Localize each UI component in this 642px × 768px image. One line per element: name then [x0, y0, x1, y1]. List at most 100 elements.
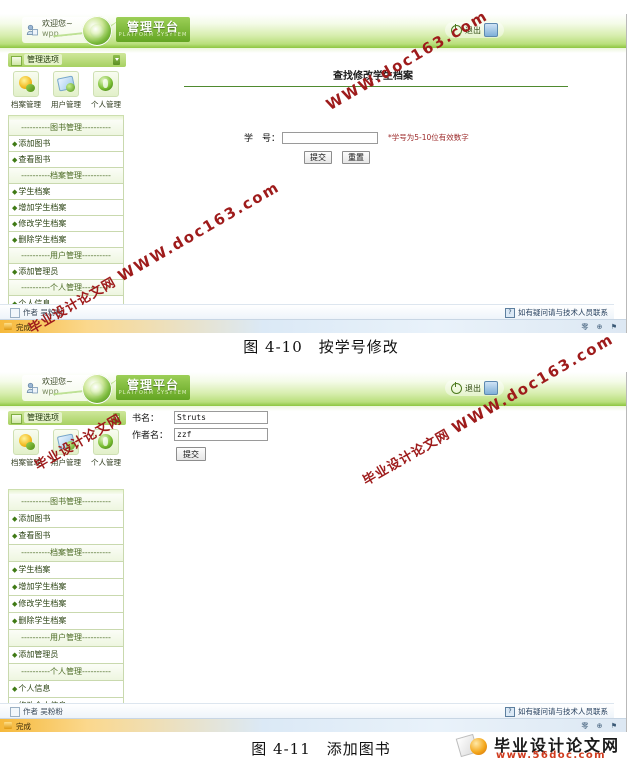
footer-support[interactable]: ? 如有疑问请与技术人员联系 [505, 307, 608, 318]
student-id-input[interactable] [282, 131, 379, 144]
sidebar-item-student-archive[interactable]: ◆学生档案 [8, 184, 124, 200]
sidebar-item-label: 查看图书 [18, 531, 51, 540]
screenshot-figure-4-11: 欢迎您~ wpp 管理平台 PLATFORM SYSYTEM 退出 管理选项 档… [0, 372, 627, 732]
chevron-down-icon[interactable] [113, 413, 120, 423]
student-id-row: 学 号： *学号为5-10位有效数字 [244, 131, 469, 144]
welcome-text: 欢迎您~ [42, 377, 73, 386]
brand-en-prefix: www. [496, 750, 533, 761]
quick-icon-user[interactable]: 用户管理 [46, 429, 86, 469]
quick-icon-personal[interactable]: 个人管理 [86, 429, 126, 469]
sidebar-section-archive: ----------档案管理---------- [8, 545, 124, 562]
quick-icon-archive[interactable]: 档案管理 [6, 71, 46, 111]
note-icon [10, 706, 20, 717]
quick-icon-archive-label: 档案管理 [11, 458, 41, 467]
submit-button[interactable]: 提交 [304, 151, 332, 164]
app-logo-subtitle: PLATFORM SYSYTEM [118, 32, 188, 38]
brand-cn: 毕业设计论文网 [494, 736, 621, 755]
bullet-icon: ◆ [12, 566, 18, 574]
footer-author: 作者 吴粉粉 [10, 307, 63, 318]
sidebar-item-student-archive[interactable]: ◆学生档案 [8, 562, 124, 579]
panel-icon [11, 56, 22, 66]
app-logo-subtitle: PLATFORM SYSYTEM [118, 390, 188, 396]
sidebar-options-bar[interactable]: 管理选项 [8, 411, 126, 425]
sidebar-item-label: 添加图书 [18, 139, 51, 148]
logout-button[interactable]: 退出 [445, 22, 504, 38]
sidebar-menu: ----------图书管理---------- ◆添加图书 ◆查看图书 ---… [8, 489, 124, 732]
sidebar-item-edit-student-archive[interactable]: ◆修改学生档案 [8, 216, 124, 232]
footer-author-label: 作者 吴粉粉 [23, 707, 63, 716]
sidebar-item-label: 个人信息 [18, 684, 51, 693]
screenshot-figure-4-10: 欢迎您~ wpp 管理平台 PLATFORM SYSYTEM 退出 管理选项 [0, 14, 627, 333]
sidebar-item-personal-info[interactable]: ◆个人信息 [8, 681, 124, 698]
bullet-icon: ◆ [12, 188, 18, 196]
form-buttons: 提交 重置 [304, 151, 370, 164]
figure-caption-1: 图 4-10 按学号修改 [243, 338, 399, 356]
quick-icon-personal-label: 个人管理 [91, 458, 121, 467]
status-zone-icons: 零 ⊕ ⚑ [581, 722, 620, 730]
question-icon: ? [505, 307, 515, 318]
bullet-icon: ◆ [12, 600, 18, 608]
panel-icon [11, 414, 22, 424]
page-footer: 作者 吴粉粉 ? 如有疑问请与技术人员联系 [0, 703, 614, 718]
sidebar-item-add-book[interactable]: ◆添加图书 [8, 136, 124, 152]
sidebar-item-add-admin[interactable]: ◆添加管理员 [8, 264, 124, 280]
logout-label: 退出 [465, 383, 481, 393]
quick-icon-personal-label: 个人管理 [91, 100, 121, 109]
sidebar-menu-top [8, 489, 124, 494]
sidebar-item-view-book[interactable]: ◆查看图书 [8, 528, 124, 545]
bullet-icon: ◆ [12, 515, 18, 523]
submit-button[interactable]: 提交 [176, 447, 206, 461]
sidebar-item-label: 修改学生档案 [18, 219, 67, 228]
welcome-username: wpp [42, 29, 59, 38]
author-name-input[interactable] [174, 428, 268, 441]
logout-button[interactable]: 退出 [445, 380, 504, 396]
sidebar-options-label: 管理选项 [24, 412, 62, 423]
title-underline [184, 86, 568, 87]
sidebar-item-view-book[interactable]: ◆查看图书 [8, 152, 124, 168]
reset-button[interactable]: 重置 [342, 151, 370, 164]
quick-icon-personal[interactable]: 个人管理 [86, 71, 126, 111]
quick-icon-archive[interactable]: 档案管理 [6, 429, 46, 469]
sidebar-item-delete-student-archive[interactable]: ◆删除学生档案 [8, 232, 124, 248]
banner-underline [0, 406, 626, 411]
book-name-label: 书名： [132, 414, 160, 424]
quick-icon-user-label: 用户管理 [51, 100, 81, 109]
quick-icon-user[interactable]: 用户管理 [46, 71, 86, 111]
bullet-icon: ◆ [12, 204, 18, 212]
sidebar-section-personal: ----------个人管理---------- [8, 664, 124, 681]
bullet-icon: ◆ [12, 140, 18, 148]
sidebar-item-add-book[interactable]: ◆添加图书 [8, 511, 124, 528]
footer-support[interactable]: ? 如有疑问请与技术人员联系 [505, 706, 608, 717]
user-icon [26, 382, 38, 394]
bullet-icon: ◆ [12, 617, 18, 625]
note-icon [10, 307, 20, 318]
page-title: 查找修改学生档案 [333, 71, 413, 82]
sidebar-item-label: 添加管理员 [18, 267, 59, 276]
sidebar-item-label: 删除学生档案 [18, 235, 67, 244]
done-icon [4, 323, 12, 330]
sidebar-item-add-student-archive[interactable]: ◆增加学生档案 [8, 200, 124, 216]
done-icon [4, 722, 12, 729]
sidebar-item-label: 修改学生档案 [18, 599, 67, 608]
sidebar-options-bar[interactable]: 管理选项 [8, 53, 126, 67]
sidebar-section-personal: ----------个人管理---------- [8, 280, 124, 296]
sidebar-item-label: 添加管理员 [18, 650, 59, 659]
sidebar-item-delete-student-archive[interactable]: ◆删除学生档案 [8, 613, 124, 630]
status-zone-icons: 零 ⊕ ⚑ [581, 323, 620, 331]
bullet-icon: ◆ [12, 220, 18, 228]
sidebar-item-add-student-archive[interactable]: ◆增加学生档案 [8, 579, 124, 596]
app-logo-title: 管理平台 [126, 378, 179, 392]
sidebar-item-edit-student-archive[interactable]: ◆修改学生档案 [8, 596, 124, 613]
status-text: 完成 [16, 722, 31, 731]
app-logo: 管理平台 PLATFORM SYSYTEM [116, 17, 190, 42]
question-icon: ? [505, 706, 515, 717]
sidebar-item-label: 添加图书 [18, 514, 51, 523]
form-buttons: 提交 [176, 447, 206, 461]
chevron-down-icon[interactable] [113, 55, 120, 65]
green-sphere-icon [93, 71, 119, 97]
author-name-label: 作者名： [132, 431, 169, 441]
book-name-input[interactable] [174, 411, 268, 424]
sidebar-item-add-admin[interactable]: ◆添加管理员 [8, 647, 124, 664]
user-icon [26, 24, 38, 36]
